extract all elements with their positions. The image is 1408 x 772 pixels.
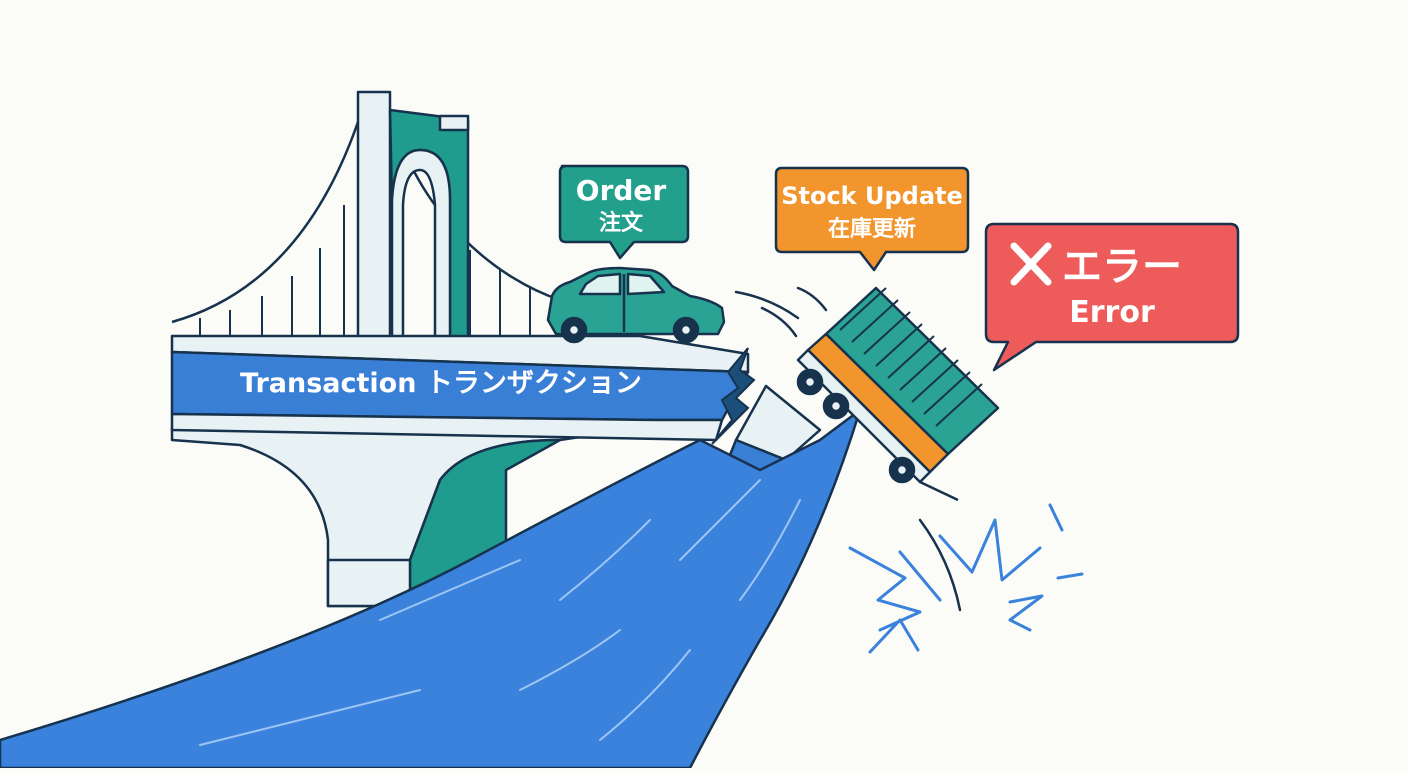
order-callout: Order 注文 [558,164,690,260]
order-label-ja: 注文 [599,210,644,236]
bridge-deck [170,334,750,442]
stock-update-label-en: Stock Update [781,182,963,210]
cross-mark-icon [1010,242,1052,286]
bridge-label: Transaction トランザクション [240,368,642,399]
bridge-crack [711,347,756,445]
river-flow [0,408,862,770]
error-label-en: Error [1069,295,1155,330]
car [546,266,726,344]
bridge-tower [356,90,470,342]
error-label-ja: エラー [1062,244,1182,290]
falling-truck [796,286,1000,502]
error-callout: エラー Error [984,222,1240,372]
stock-update-label-ja: 在庫更新 [828,216,916,242]
river-streaks [199,479,801,746]
motion-lines [734,286,828,338]
order-label-en: Order [576,174,667,207]
stock-update-callout: Stock Update 在庫更新 [774,166,970,272]
bridge-pier [170,426,642,608]
impact-splash [848,503,1084,654]
